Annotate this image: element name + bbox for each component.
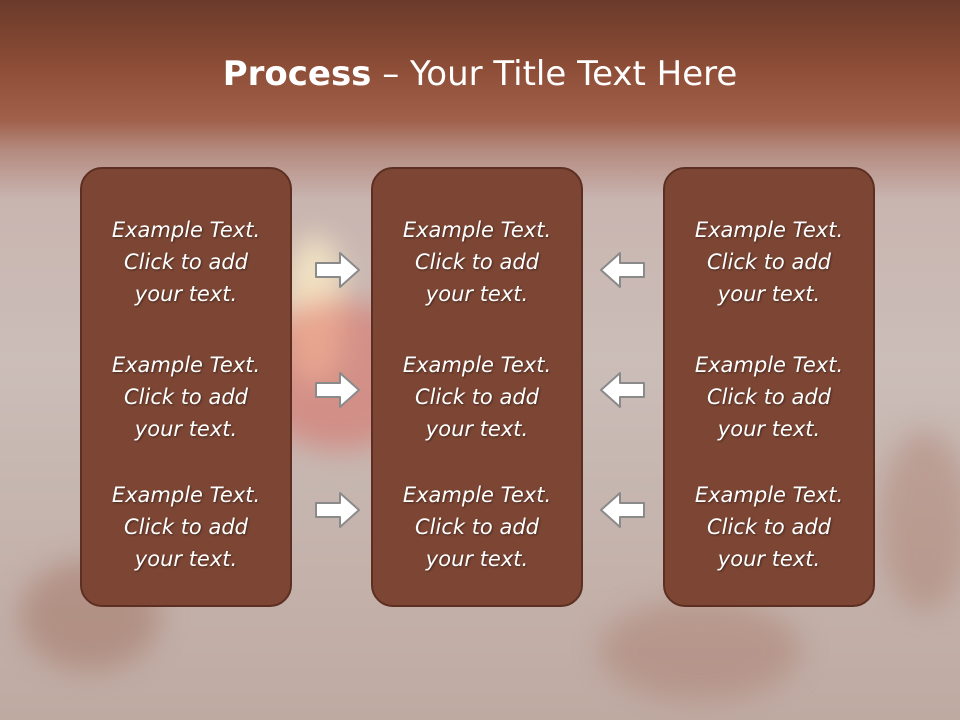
panel-text[interactable]: Example Text. Click to add your text. (694, 218, 844, 306)
panel-text[interactable]: Example Text. Click to add your text. (111, 353, 261, 441)
title-rest: – Your Title Text Here (371, 54, 738, 94)
panel-text[interactable]: Example Text. Click to add your text. (402, 218, 552, 306)
background-blob (880, 430, 960, 610)
background-blob (285, 235, 345, 385)
title-bold: Process (222, 54, 372, 94)
panel-text[interactable]: Example Text. Click to add your text. (694, 353, 844, 441)
left-arrow-icon (600, 372, 645, 408)
process-panel-center[interactable]: Example Text. Click to add your text. Ex… (371, 167, 583, 607)
process-panel-left[interactable]: Example Text. Click to add your text. Ex… (80, 167, 292, 607)
left-arrow-icon (600, 492, 645, 528)
background-blob (600, 600, 800, 700)
right-arrow-icon (315, 492, 360, 528)
process-panel-right[interactable]: Example Text. Click to add your text. Ex… (663, 167, 875, 607)
panel-text[interactable]: Example Text. Click to add your text. (694, 483, 844, 571)
left-arrow-icon (600, 252, 645, 288)
panel-text[interactable]: Example Text. Click to add your text. (402, 353, 552, 441)
slide-title[interactable]: Process – Your Title Text Here (0, 52, 960, 96)
panel-text[interactable]: Example Text. Click to add your text. (111, 483, 261, 571)
panel-text[interactable]: Example Text. Click to add your text. (402, 483, 552, 571)
panel-text[interactable]: Example Text. Click to add your text. (111, 218, 261, 306)
right-arrow-icon (315, 252, 360, 288)
right-arrow-icon (315, 372, 360, 408)
